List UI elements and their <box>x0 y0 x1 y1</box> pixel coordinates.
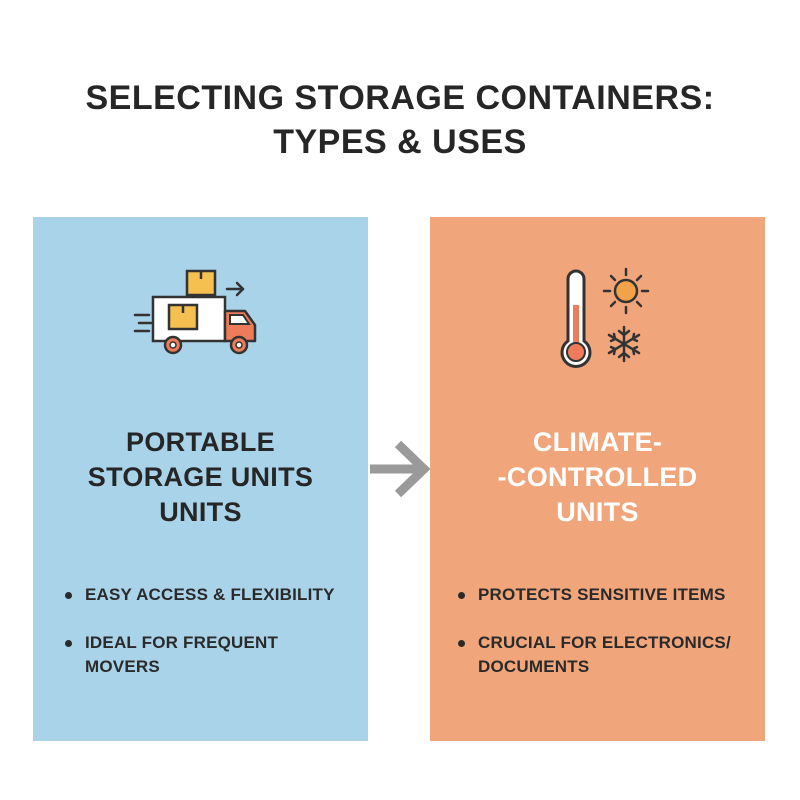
bullet-item: IDEAL FOR FREQUENT MOVERS <box>65 631 355 679</box>
page-title: SELECTING STORAGE CONTAINERS: TYPES & US… <box>0 76 800 164</box>
bullet-text-line: CRUCIAL FOR ELECTRONICS/ <box>478 633 731 652</box>
portable-storage-bullets: EASY ACCESS & FLEXIBILITY IDEAL FOR FREQ… <box>65 583 355 703</box>
heading-line: CLIMATE- <box>532 427 663 457</box>
heading-line: UNITS <box>159 497 242 527</box>
heading-line: STORAGE UNITS <box>87 462 314 492</box>
portable-storage-heading: PORTABLE STORAGE UNITS UNITS <box>33 425 368 530</box>
title-line-1: SELECTING STORAGE CONTAINERS: <box>85 79 715 117</box>
bullet-item: PROTECTS SENSITIVE ITEMS <box>458 583 748 607</box>
title-line-2: TYPES & USES <box>273 123 527 161</box>
bullet-item: EASY ACCESS & FLEXIBILITY <box>65 583 355 607</box>
portable-storage-card: PORTABLE STORAGE UNITS UNITS EASY ACCESS… <box>33 217 368 741</box>
thermometer-sun-snowflake-icon <box>560 267 650 368</box>
heading-line: UNITS <box>556 497 639 527</box>
bullet-text: IDEAL FOR FREQUENT MOVERS <box>85 633 279 676</box>
climate-controlled-bullets: PROTECTS SENSITIVE ITEMS CRUCIAL FOR ELE… <box>458 583 748 703</box>
climate-controlled-heading: CLIMATE- -CONTROLLED UNITS <box>430 425 765 530</box>
arrow-right-icon <box>370 440 431 498</box>
bullet-item: CRUCIAL FOR ELECTRONICS/ DOCUMENTS <box>458 631 748 679</box>
bullet-text-line: DOCUMENTS <box>478 657 590 676</box>
bullet-text: PROTECTS SENSITIVE ITEMS <box>478 585 726 604</box>
heading-line: PORTABLE <box>126 427 275 457</box>
bullet-text: EASY ACCESS & FLEXIBILITY <box>85 585 335 604</box>
climate-controlled-card: CLIMATE- -CONTROLLED UNITS PROTECTS SENS… <box>430 217 765 741</box>
delivery-truck-icon <box>133 269 257 355</box>
heading-line: -CONTROLLED <box>497 462 698 492</box>
